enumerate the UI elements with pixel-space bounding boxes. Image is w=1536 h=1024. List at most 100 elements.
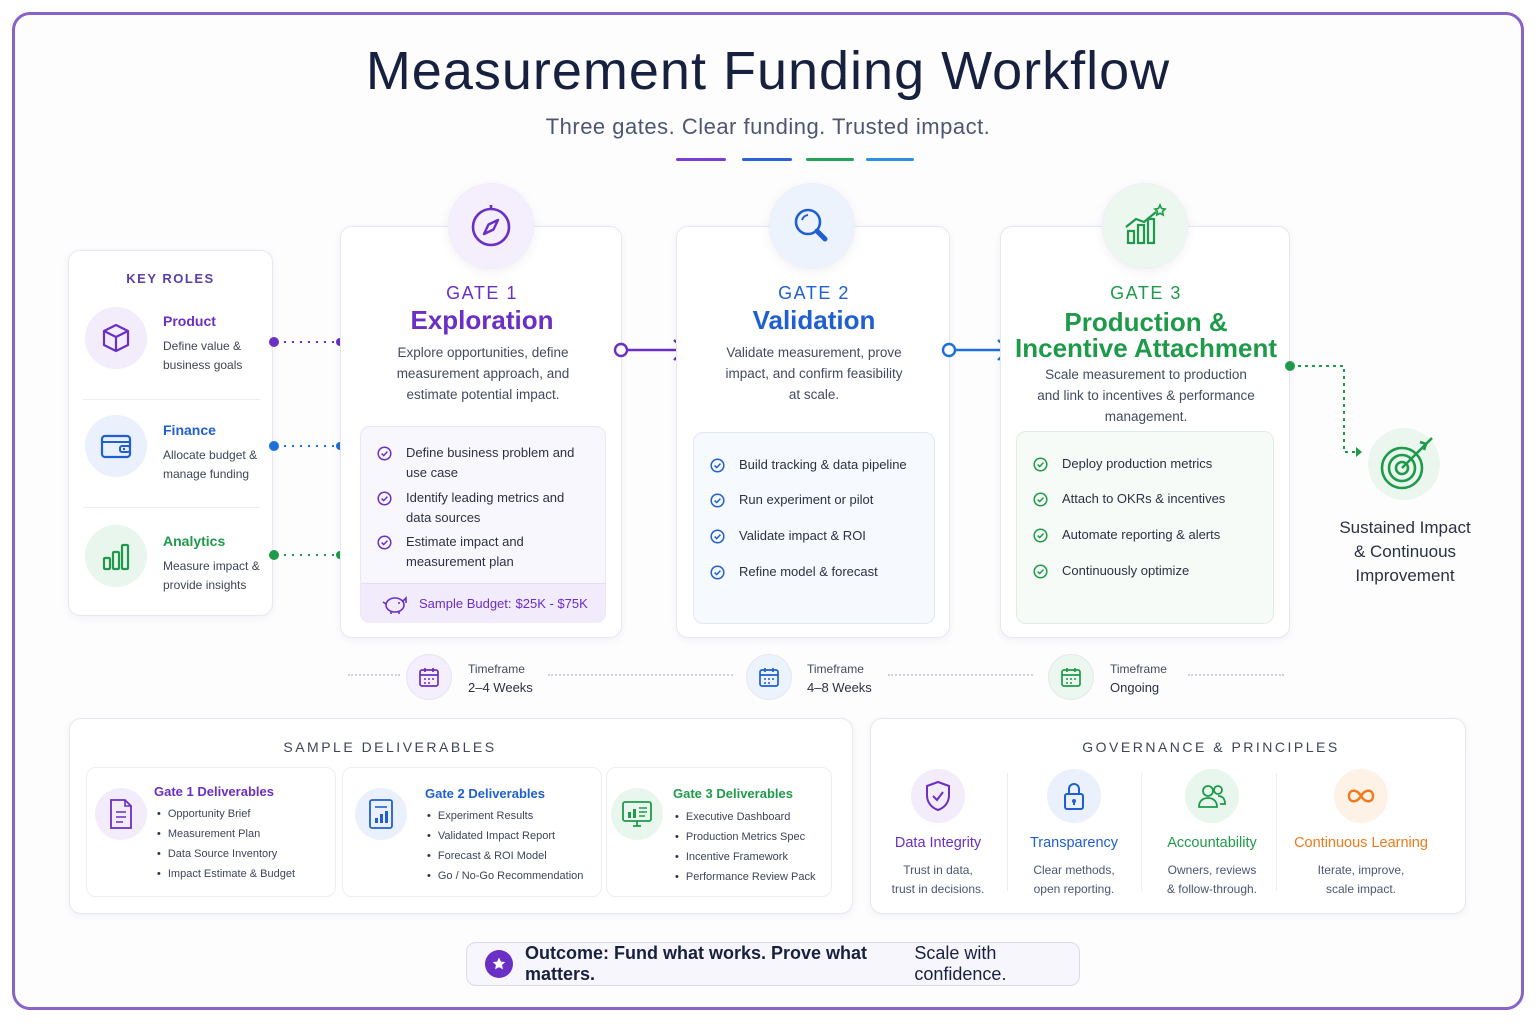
gov-desc-transparency: Clear methods,open reporting.	[1033, 863, 1115, 896]
document-icon	[95, 788, 147, 840]
checklist-item: Continuously optimize	[1033, 561, 1189, 581]
check-circle-icon	[710, 458, 725, 473]
checklist-item: Run experiment or pilot	[710, 490, 873, 510]
gov-desc-data-integrity: Trust in data,trust in decisions.	[891, 863, 985, 896]
timeframe-3: Timeframe Ongoing	[1110, 662, 1167, 695]
deliverables-gate-3: Gate 3 Deliverables Executive Dashboard …	[606, 767, 832, 897]
check-circle-icon	[377, 446, 392, 461]
deliverables-gate-2: Gate 2 Deliverables Experiment Results V…	[342, 767, 602, 897]
check-circle-icon	[1033, 457, 1048, 472]
people-icon	[1185, 769, 1239, 823]
timeline-dotted	[888, 674, 1033, 676]
magnifier-icon	[769, 183, 855, 269]
accent-bar-blue	[742, 158, 792, 161]
deliverables-list: Experiment Results Validated Impact Repo…	[427, 806, 584, 886]
deliverables-list: Opportunity Brief Measurement Plan Data …	[157, 804, 295, 884]
checklist-item: Attach to OKRs & incentives	[1033, 489, 1225, 509]
gate-1-desc: Explore opportunities, define measuremen…	[396, 345, 570, 402]
budget-value: $25K - $75K	[515, 596, 588, 611]
gov-desc-accountability: Owners, reviews& follow-through.	[1166, 863, 1258, 896]
gate-3-label: GATE 3	[1110, 283, 1182, 303]
checklist-item: Refine model & forecast	[710, 562, 878, 582]
gate-3-name-line1: Production &	[1064, 307, 1228, 337]
checklist-item: Automate reporting & alerts	[1033, 525, 1220, 545]
key-roles-title: KEY ROLES	[126, 271, 215, 286]
gate-2-checklist: Build tracking & data pipeline Run exper…	[693, 432, 935, 624]
sample-budget-row: Sample Budget: $25K - $75K	[361, 583, 605, 623]
role-connectors	[269, 337, 344, 560]
check-circle-icon	[710, 565, 725, 580]
checklist-item: Estimate impact and measurement plan	[377, 532, 587, 572]
dashboard-icon	[611, 788, 663, 840]
outcome-bold-text: Outcome: Fund what works. Prove what mat…	[525, 943, 868, 984]
deliverables-list: Executive Dashboard Production Metrics S…	[675, 807, 816, 887]
wallet-icon	[85, 415, 147, 477]
growth-chart-icon	[1102, 183, 1188, 269]
check-circle-icon	[377, 491, 392, 506]
star-icon	[485, 950, 513, 978]
gate-2-desc: Validate measurement, prove impact, and …	[725, 345, 903, 402]
piggy-bank-icon	[382, 595, 407, 614]
page-subtitle: Three gates. Clear funding. Trusted impa…	[545, 114, 991, 139]
checklist-item: Validate impact & ROI	[710, 526, 866, 546]
role-desc-analytics: Measure impact & provide insights	[163, 559, 260, 592]
check-circle-icon	[710, 493, 725, 508]
calendar-icon	[406, 654, 452, 700]
checklist-item: Identify leading metrics and data source…	[377, 488, 587, 528]
gate-3-card: GATE 3 Production & Incentive Attachment…	[1000, 226, 1290, 638]
gate-1-checklist: Define business problem and use case Ide…	[360, 426, 606, 623]
gate-1-name: Exploration	[410, 305, 554, 335]
gov-name-transparency: Transparency	[1029, 835, 1119, 851]
bar-chart-icon	[85, 525, 147, 587]
timeframe-1: Timeframe 2–4 Weeks	[468, 662, 533, 695]
gov-divider	[1007, 773, 1008, 891]
compass-icon	[448, 183, 534, 269]
calendar-icon	[1048, 654, 1094, 700]
timeline-dotted	[1188, 674, 1284, 676]
gate-2-label: GATE 2	[778, 283, 850, 303]
shield-check-icon	[911, 769, 965, 823]
role-desc-finance: Allocate budget & manage funding	[163, 448, 258, 481]
budget-label: Sample Budget:	[419, 596, 512, 611]
infinity-icon	[1334, 769, 1388, 823]
check-circle-icon	[710, 529, 725, 544]
gate-2-card: GATE 2 Validation Validate measurement, …	[676, 226, 950, 638]
role-divider	[83, 507, 260, 508]
gate-1-card: GATE 1 Exploration Explore opportunities…	[340, 226, 622, 638]
gov-name-data-integrity: Data Integrity	[894, 835, 982, 851]
deliverables-title: SAMPLE DELIVERABLES	[283, 739, 497, 755]
accent-bar-teal	[866, 158, 914, 161]
gate-2-name: Validation	[752, 305, 876, 335]
check-circle-icon	[1033, 528, 1048, 543]
sustained-connector	[1285, 361, 1362, 457]
deliverables-title-gate-1: Gate 1 Deliverables	[154, 784, 274, 799]
calendar-icon	[746, 654, 792, 700]
checklist-item: Deploy production metrics	[1033, 454, 1212, 474]
accent-bar-green	[806, 158, 854, 161]
check-circle-icon	[1033, 492, 1048, 507]
outcome-rest-text: Scale with confidence.	[914, 943, 1007, 984]
role-desc-product: Define value & business goals	[163, 339, 243, 372]
target-icon	[1368, 428, 1440, 500]
gate-3-name-line2: Incentive Attachment	[1015, 333, 1277, 363]
timeline-dotted	[548, 674, 733, 676]
gov-desc-continuous-learning: Iterate, improve,scale impact.	[1317, 863, 1405, 896]
checklist-item: Build tracking & data pipeline	[710, 455, 907, 475]
gov-name-accountability: Accountability	[1167, 835, 1257, 851]
gate-3-desc: Scale measurement to production and link…	[1037, 367, 1255, 424]
sustained-impact-label: Sustained Impact & Continuous Improvemen…	[1339, 518, 1471, 585]
check-circle-icon	[377, 535, 392, 550]
role-name-analytics: Analytics	[163, 533, 226, 549]
report-icon	[355, 788, 407, 840]
role-name-product: Product	[163, 313, 216, 329]
deliverables-panel: SAMPLE DELIVERABLES Gate 1 Deliverables …	[69, 718, 853, 914]
page-title: Measurement Funding Workflow	[365, 41, 1171, 101]
gate-1-label: GATE 1	[446, 283, 518, 303]
governance-title: GOVERNANCE & PRINCIPLES	[1082, 739, 1340, 755]
accent-bar-purple	[676, 158, 726, 161]
governance-panel: GOVERNANCE & PRINCIPLES Data Integrity T…	[870, 718, 1466, 914]
gov-name-continuous-learning: Continuous Learning	[1294, 835, 1428, 851]
gov-divider	[1141, 773, 1142, 891]
checklist-item: Define business problem and use case	[377, 443, 587, 483]
timeline-dotted	[348, 674, 400, 676]
